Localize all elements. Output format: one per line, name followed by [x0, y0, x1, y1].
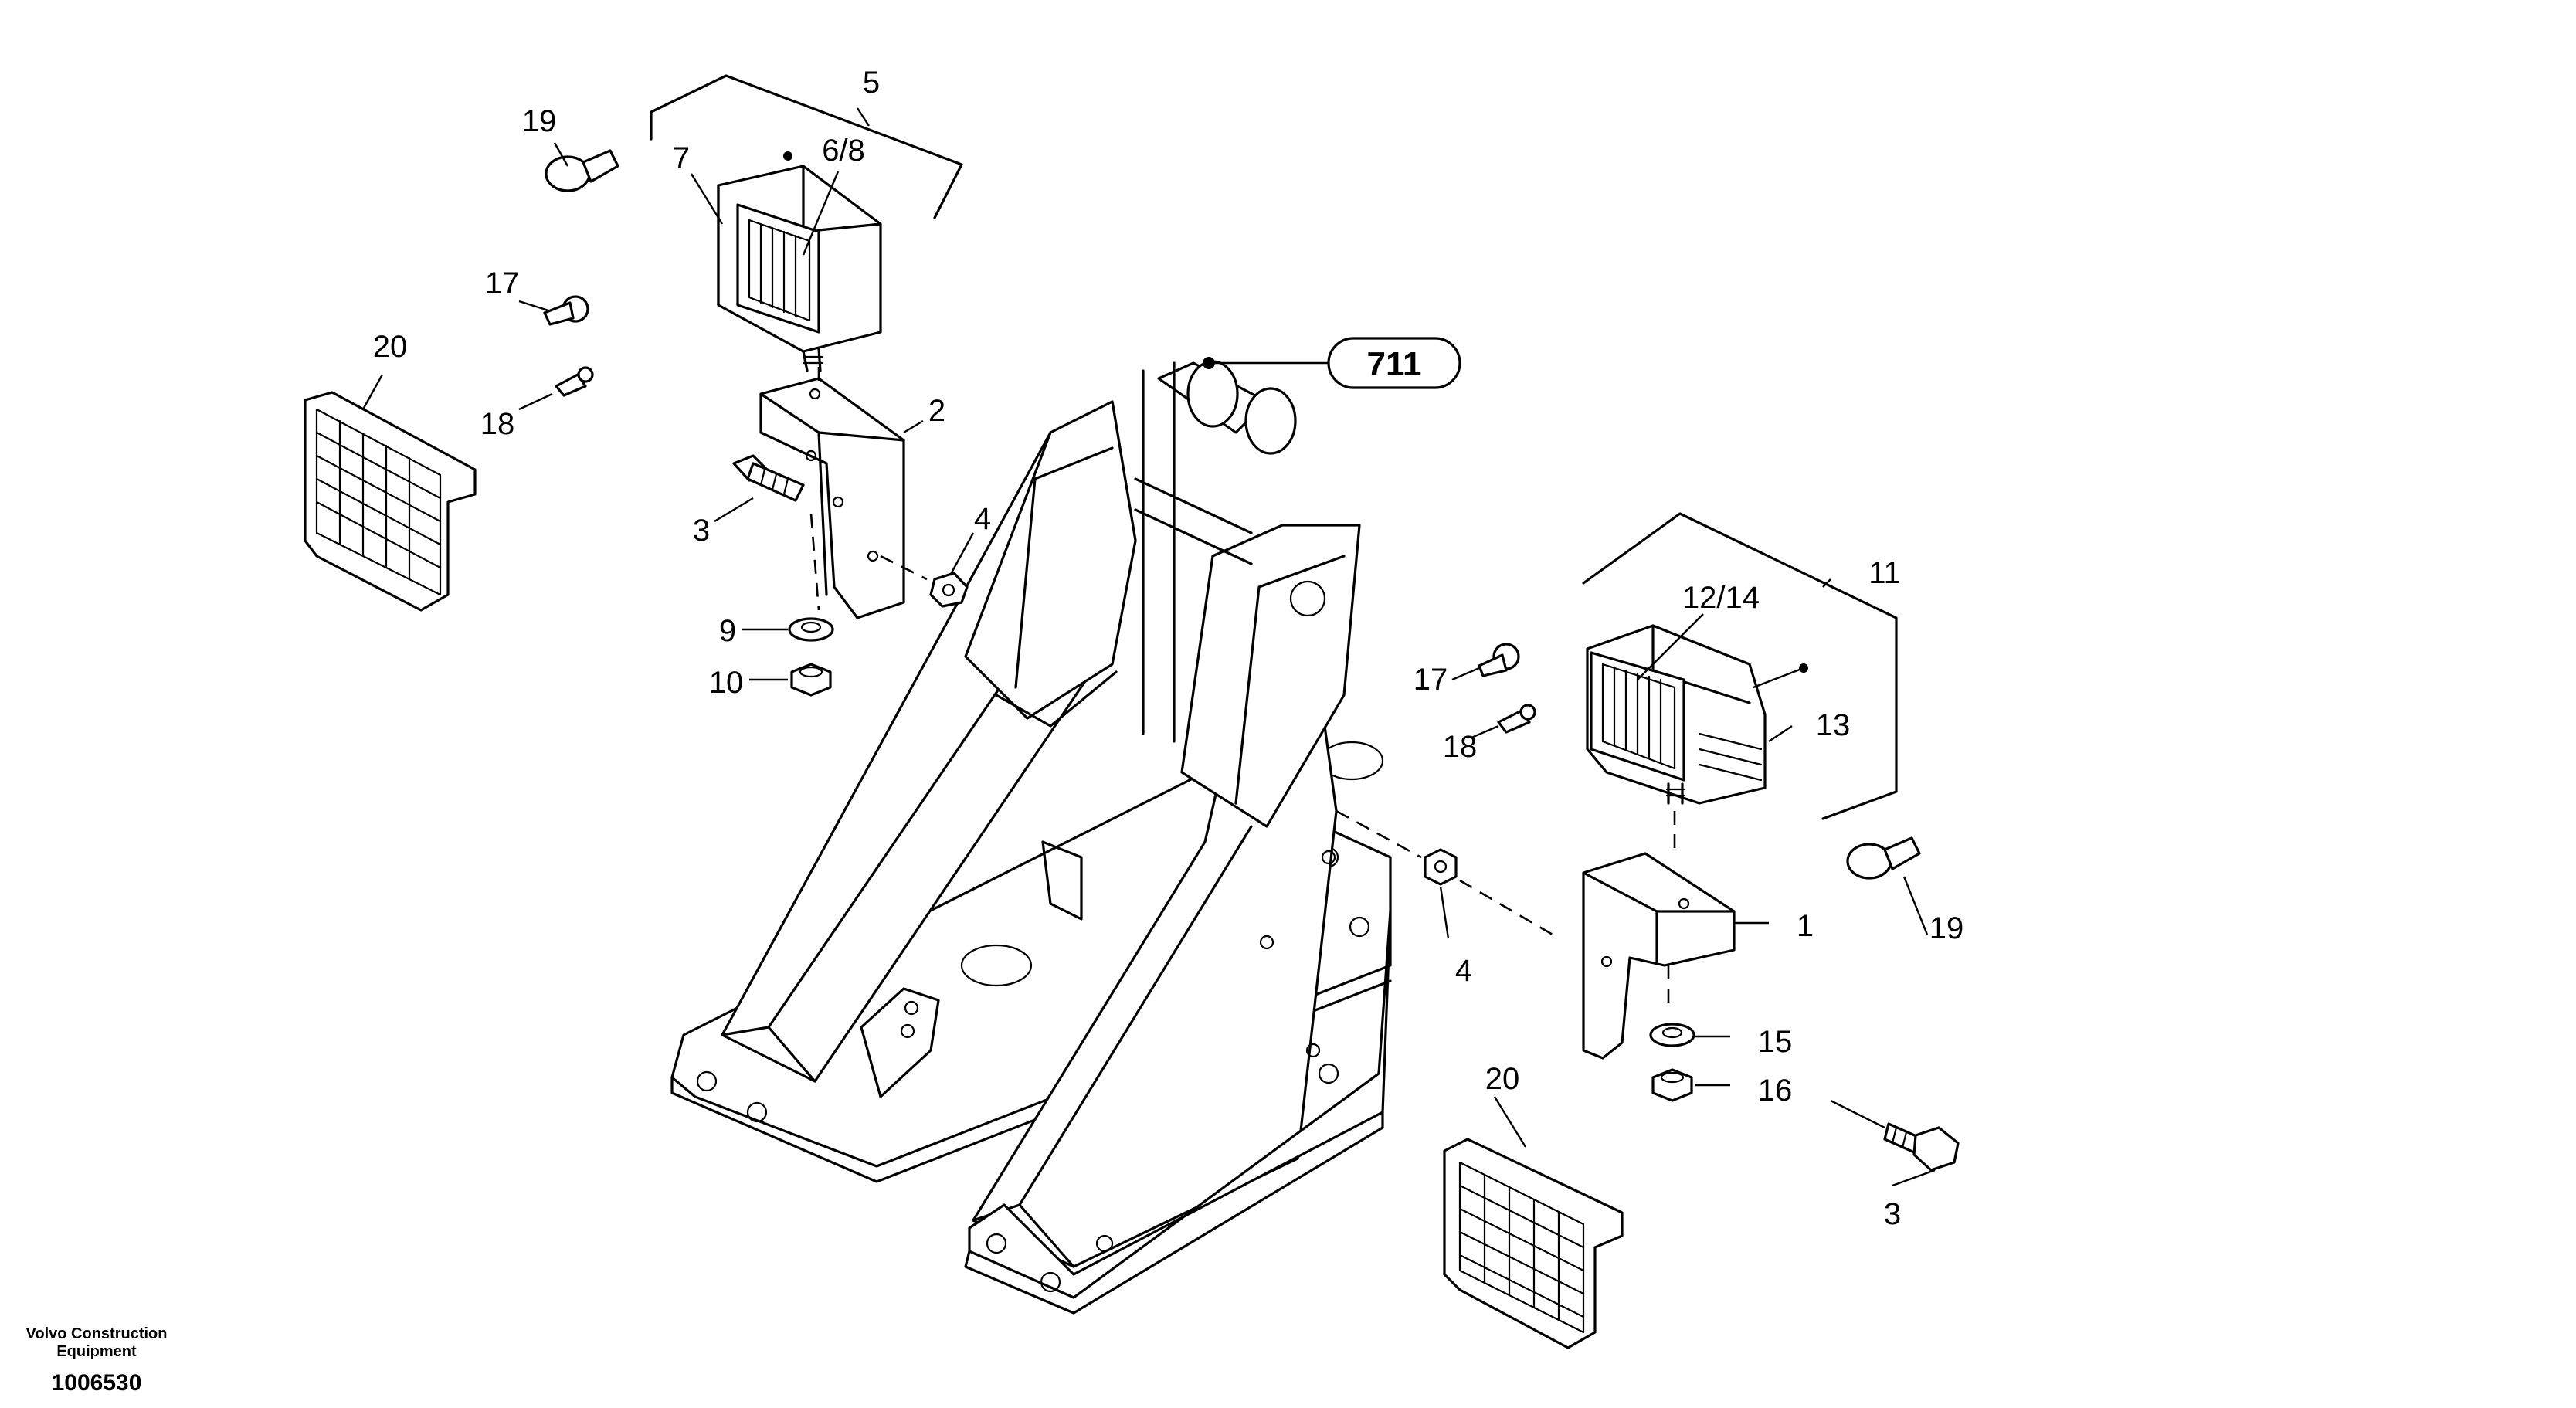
document-number: 1006530: [52, 1370, 142, 1396]
bulb-19-left: [545, 149, 619, 192]
label-part-4-right: 4: [1455, 954, 1472, 988]
label-part-12-14: 12/14: [1682, 581, 1760, 615]
label-part-20-left: 20: [373, 330, 408, 364]
mounting-frame: [670, 360, 1392, 1315]
label-part-17-right: 17: [1414, 663, 1448, 697]
bulb-17-left: [543, 295, 589, 326]
right-guard-grille: [1443, 1138, 1624, 1349]
label-part-11: 11: [1868, 556, 1901, 590]
lamp-connector-dot: [783, 151, 792, 161]
assembly-bracket-5: [650, 74, 963, 219]
left-bulbs: [543, 149, 619, 397]
label-part-2: 2: [928, 394, 945, 428]
reference-callout-711[interactable]: 711: [1327, 337, 1461, 389]
right-bulbs: [1478, 643, 1921, 880]
brand-name-line1: Volvo Construction: [26, 1325, 168, 1342]
label-part-3-right: 3: [1884, 1197, 1901, 1231]
label-part-6-8: 6/8: [822, 134, 865, 168]
label-part-13: 13: [1816, 708, 1851, 742]
label-part-18-right: 18: [1443, 730, 1478, 764]
footer: Volvo Construction Equipment 1006530: [26, 1325, 168, 1396]
bulb-19-right: [1846, 836, 1921, 880]
label-part-19-right: 19: [1929, 911, 1964, 945]
label-part-16: 16: [1758, 1074, 1793, 1108]
brand-name-line2: Equipment: [56, 1343, 137, 1360]
label-part-9: 9: [719, 614, 736, 648]
left-work-lamp: [717, 151, 882, 372]
left-bracket: [759, 367, 905, 619]
label-part-5: 5: [863, 66, 880, 100]
right-bracket: [1582, 811, 1736, 1060]
label-part-7: 7: [673, 141, 690, 175]
left-hardware: [732, 454, 969, 697]
reference-anchor-dot: [1203, 357, 1215, 369]
label-part-17-left: 17: [485, 266, 520, 300]
label-part-10: 10: [709, 666, 744, 700]
label-part-15: 15: [1758, 1025, 1793, 1059]
label-part-3-left: 3: [693, 514, 710, 548]
bulb-18-right: [1497, 704, 1536, 734]
label-part-19-left: 19: [522, 104, 557, 138]
bulb-17-right: [1478, 643, 1520, 677]
left-guard-grille: [304, 391, 477, 612]
bulb-18-left: [555, 366, 594, 397]
right-work-lamp: [1586, 624, 1808, 805]
label-part-1: 1: [1797, 909, 1814, 943]
label-part-4-left: 4: [974, 502, 991, 536]
reference-callout-text: 711: [1367, 345, 1422, 383]
right-hardware: [1336, 809, 1960, 1172]
assembly-bracket-11: [1582, 512, 1898, 820]
label-part-18-left: 18: [480, 407, 515, 441]
label-part-20-right: 20: [1485, 1062, 1520, 1096]
leader-lines: [361, 107, 1936, 1187]
part-labels: 5 7 6/8 19 17 18 20 2 3 4 9 10 11 12/14 …: [373, 66, 1964, 1231]
